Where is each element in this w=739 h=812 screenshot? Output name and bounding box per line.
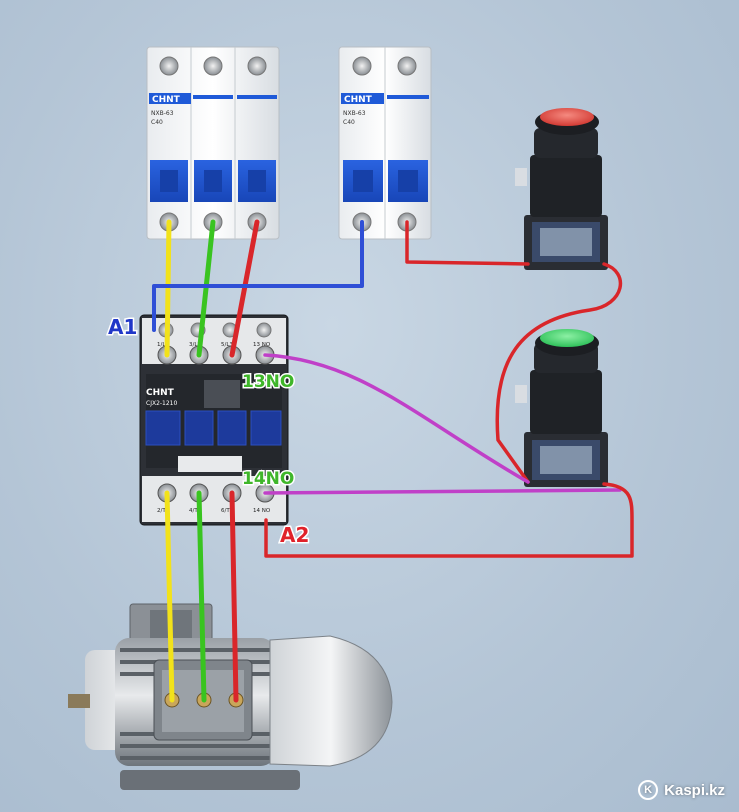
terminal-label-l3: 5/L3	[221, 342, 233, 348]
stop-button	[515, 108, 608, 270]
terminal-label-14no: 14 NO	[253, 508, 271, 514]
wire-green-supply	[196, 219, 216, 358]
contactor-top-screw	[256, 322, 272, 338]
control-breaker-model: NXB-63	[343, 110, 366, 117]
stop-button-red-icon	[540, 108, 594, 126]
wire-magenta-14no	[263, 488, 622, 495]
wire-red-control	[405, 220, 623, 484]
main-breaker-model: NXB-63	[151, 110, 174, 117]
control-breaker-rating: C40	[343, 119, 355, 126]
contactor-model: CJX2-1210	[146, 400, 178, 407]
wire-blue-a1	[152, 220, 364, 332]
terminal-label-t2: 4/T2	[189, 508, 201, 514]
terminal-label-13no: 13 NO	[253, 342, 271, 348]
breaker-top-screw	[203, 56, 223, 76]
kaspi-logo-icon: K	[638, 780, 659, 800]
label-13no: 13NO	[242, 372, 294, 392]
terminal-label-t3: 6/T3	[221, 508, 234, 514]
wires	[152, 219, 634, 703]
breaker-top-screw	[397, 56, 417, 76]
terminal-label-l1: 1/L1	[157, 342, 169, 348]
wire-red-a2	[264, 482, 634, 558]
motor	[68, 603, 393, 790]
main-breaker: CHNT NXB-63 C40	[146, 46, 280, 240]
start-button	[515, 329, 608, 487]
label-a1: A1	[108, 315, 137, 339]
terminal-label-l2: 3/L2	[189, 342, 201, 348]
label-a2: A2	[280, 523, 309, 547]
contactor-brand: CHNT	[146, 388, 175, 398]
wire-red-supply	[229, 219, 260, 358]
control-breaker: CHNT NXB-63 C40	[338, 46, 432, 240]
label-14no: 14NO	[242, 469, 294, 489]
breaker-top-screw	[159, 56, 179, 76]
terminal-labels: A1 A2 13NO 14NO	[107, 314, 311, 549]
main-breaker-rating: C40	[151, 119, 163, 126]
kaspi-watermark: K Kaspi.kz	[638, 780, 725, 800]
wire-magenta-13no	[263, 353, 530, 484]
wire-yellow-motor	[164, 490, 175, 703]
control-breaker-brand: CHNT	[344, 95, 373, 105]
start-button-green-icon	[540, 329, 594, 347]
terminal-label-t1: 2/T1	[157, 508, 169, 514]
watermark-text: Kaspi.kz	[664, 781, 725, 799]
main-breaker-brand: CHNT	[152, 95, 181, 105]
breaker-top-screw	[247, 56, 267, 76]
wire-green-motor	[196, 490, 207, 703]
breaker-top-screw	[352, 56, 372, 76]
wire-red-motor	[229, 490, 239, 703]
wire-yellow-supply	[164, 219, 172, 358]
